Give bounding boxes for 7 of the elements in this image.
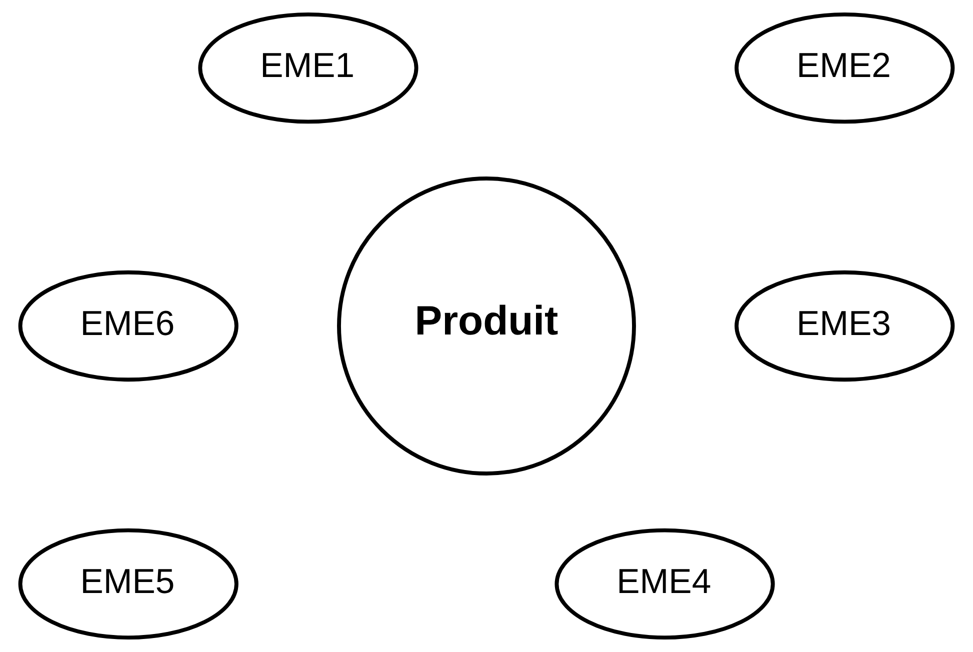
node-ellipse: EME4: [554, 528, 775, 640]
node-ellipse: EME2: [734, 12, 955, 124]
node-ellipse: EME3: [734, 270, 955, 382]
node-ellipse: EME1: [198, 12, 418, 124]
node-circle: Produit: [337, 176, 636, 476]
node-ellipse: EME6: [18, 270, 238, 382]
node-ellipse: EME5: [18, 528, 238, 640]
